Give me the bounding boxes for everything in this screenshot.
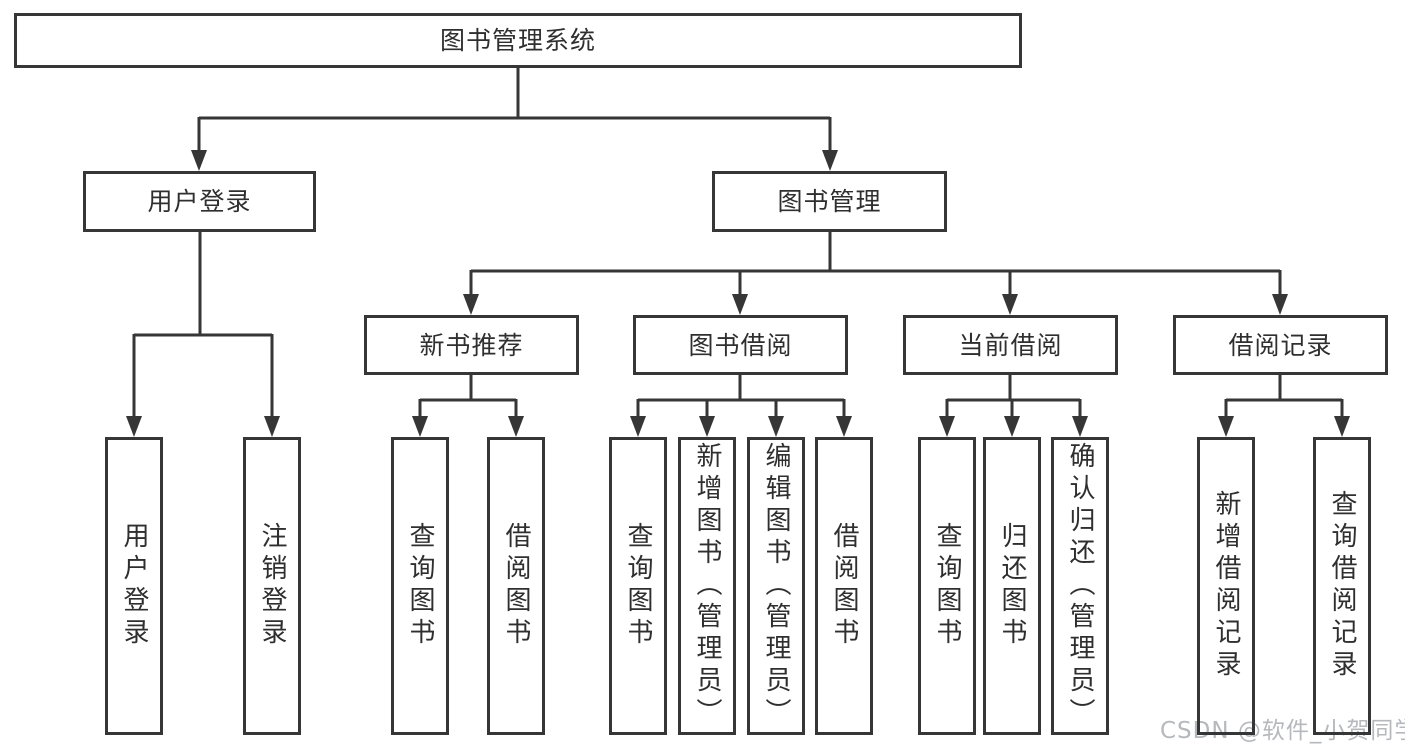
node-root-library-management-system: 图书管理系统 [14,13,1022,68]
node-label: 借阅记录 [1228,330,1333,360]
leaf-query-books-current: 查询图书 [918,437,976,735]
node-label: 新增借阅记录 [1211,490,1241,682]
leaf-add-books-admin: 新增图书（管理员） [678,437,736,735]
arrowheads [126,150,1350,437]
node-label: 用户登录 [147,187,252,216]
leaf-query-borrow-record: 查询借阅记录 [1313,437,1371,735]
node-book-borrow: 图书借阅 [633,315,848,375]
leaf-edit-books-admin: 编辑图书（管理员） [747,437,805,735]
node-label: 图书借阅 [688,330,793,360]
node-label: 归还图书 [997,522,1027,650]
node-user-login: 用户登录 [83,171,316,232]
node-label: 当前借阅 [958,330,1063,360]
leaf-borrow-books-recommend: 借阅图书 [487,437,545,735]
node-label: 借阅图书 [829,522,859,650]
leaf-query-books-recommend: 查询图书 [391,437,449,735]
node-label: 借阅图书 [501,522,531,650]
leaf-logout: 注销登录 [243,437,301,735]
node-label: 新书推荐 [419,330,524,360]
leaf-query-books-borrow: 查询图书 [609,437,667,735]
node-label: 图书管理系统 [439,26,596,55]
node-label: 新增图书（管理员） [692,442,722,730]
node-label: 查询图书 [405,522,435,650]
leaf-return-books: 归还图书 [983,437,1041,735]
node-label: 用户登录 [119,522,149,650]
node-new-book-recommend: 新书推荐 [364,315,579,375]
leaf-borrow-books: 借阅图书 [815,437,873,735]
node-label: 编辑图书（管理员） [761,442,791,730]
leaf-user-login: 用户登录 [105,437,163,735]
leaf-add-borrow-record: 新增借阅记录 [1197,437,1255,735]
leaf-confirm-return-admin: 确认归还（管理员） [1051,437,1109,735]
node-label: 查询图书 [623,522,653,650]
node-current-borrow: 当前借阅 [903,315,1118,375]
csdn-watermark: CSDN @软件_小贺同学 [1160,718,1405,744]
node-borrow-records: 借阅记录 [1173,315,1388,375]
node-label: 查询借阅记录 [1327,490,1357,682]
node-label: 图书管理 [777,187,882,216]
node-label: 查询图书 [932,522,962,650]
node-label: 确认归还（管理员） [1065,442,1095,730]
node-label: 注销登录 [257,522,287,650]
node-book-management: 图书管理 [712,171,947,232]
